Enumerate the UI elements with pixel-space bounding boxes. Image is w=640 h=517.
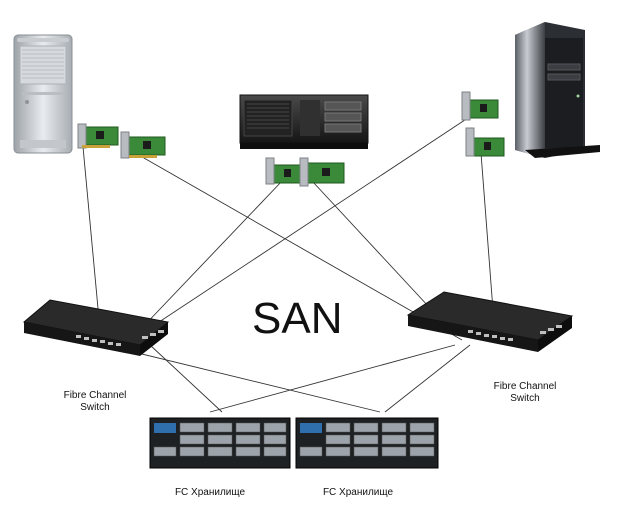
cable (479, 139, 494, 311)
switch-right-label-line1: Fibre Channel (493, 381, 557, 392)
hba-card-icon (77, 123, 119, 149)
server-rack-icon (239, 94, 369, 149)
fc-switch-right-icon (406, 291, 574, 352)
switch-right-label: Fibre Channel Switch (480, 381, 570, 405)
cable (81, 135, 101, 331)
switch-left-label: Fibre Channel Switch (50, 390, 140, 414)
cable (104, 344, 381, 413)
fc-storage-left-icon (149, 417, 291, 469)
storage-left-label: FC Хранилище (174, 487, 246, 498)
hba-card-icon (299, 157, 345, 187)
server-tower-icon (515, 22, 600, 158)
switch-left-label-line1: Fibre Channel (63, 390, 127, 401)
hba-card-icon (120, 131, 166, 159)
fc-switch-left-icon (22, 299, 170, 356)
cable (384, 344, 471, 413)
diagram-title: SAN (252, 294, 343, 343)
cable (129, 149, 463, 341)
hba-card-icon (265, 157, 305, 185)
switch-left-label-line2: Switch (80, 402, 110, 413)
cables (81, 109, 494, 413)
server-mac-icon (13, 34, 73, 154)
fc-storage-right-icon (295, 417, 439, 469)
hba-card-icon (465, 127, 505, 157)
storage-right-label: FC Хранилище (322, 487, 394, 498)
cable (209, 344, 456, 413)
cable (149, 344, 223, 413)
hba-card-icon (461, 91, 499, 121)
cable (149, 109, 481, 329)
switch-right-label-line2: Switch (510, 393, 540, 404)
cable (139, 179, 284, 331)
